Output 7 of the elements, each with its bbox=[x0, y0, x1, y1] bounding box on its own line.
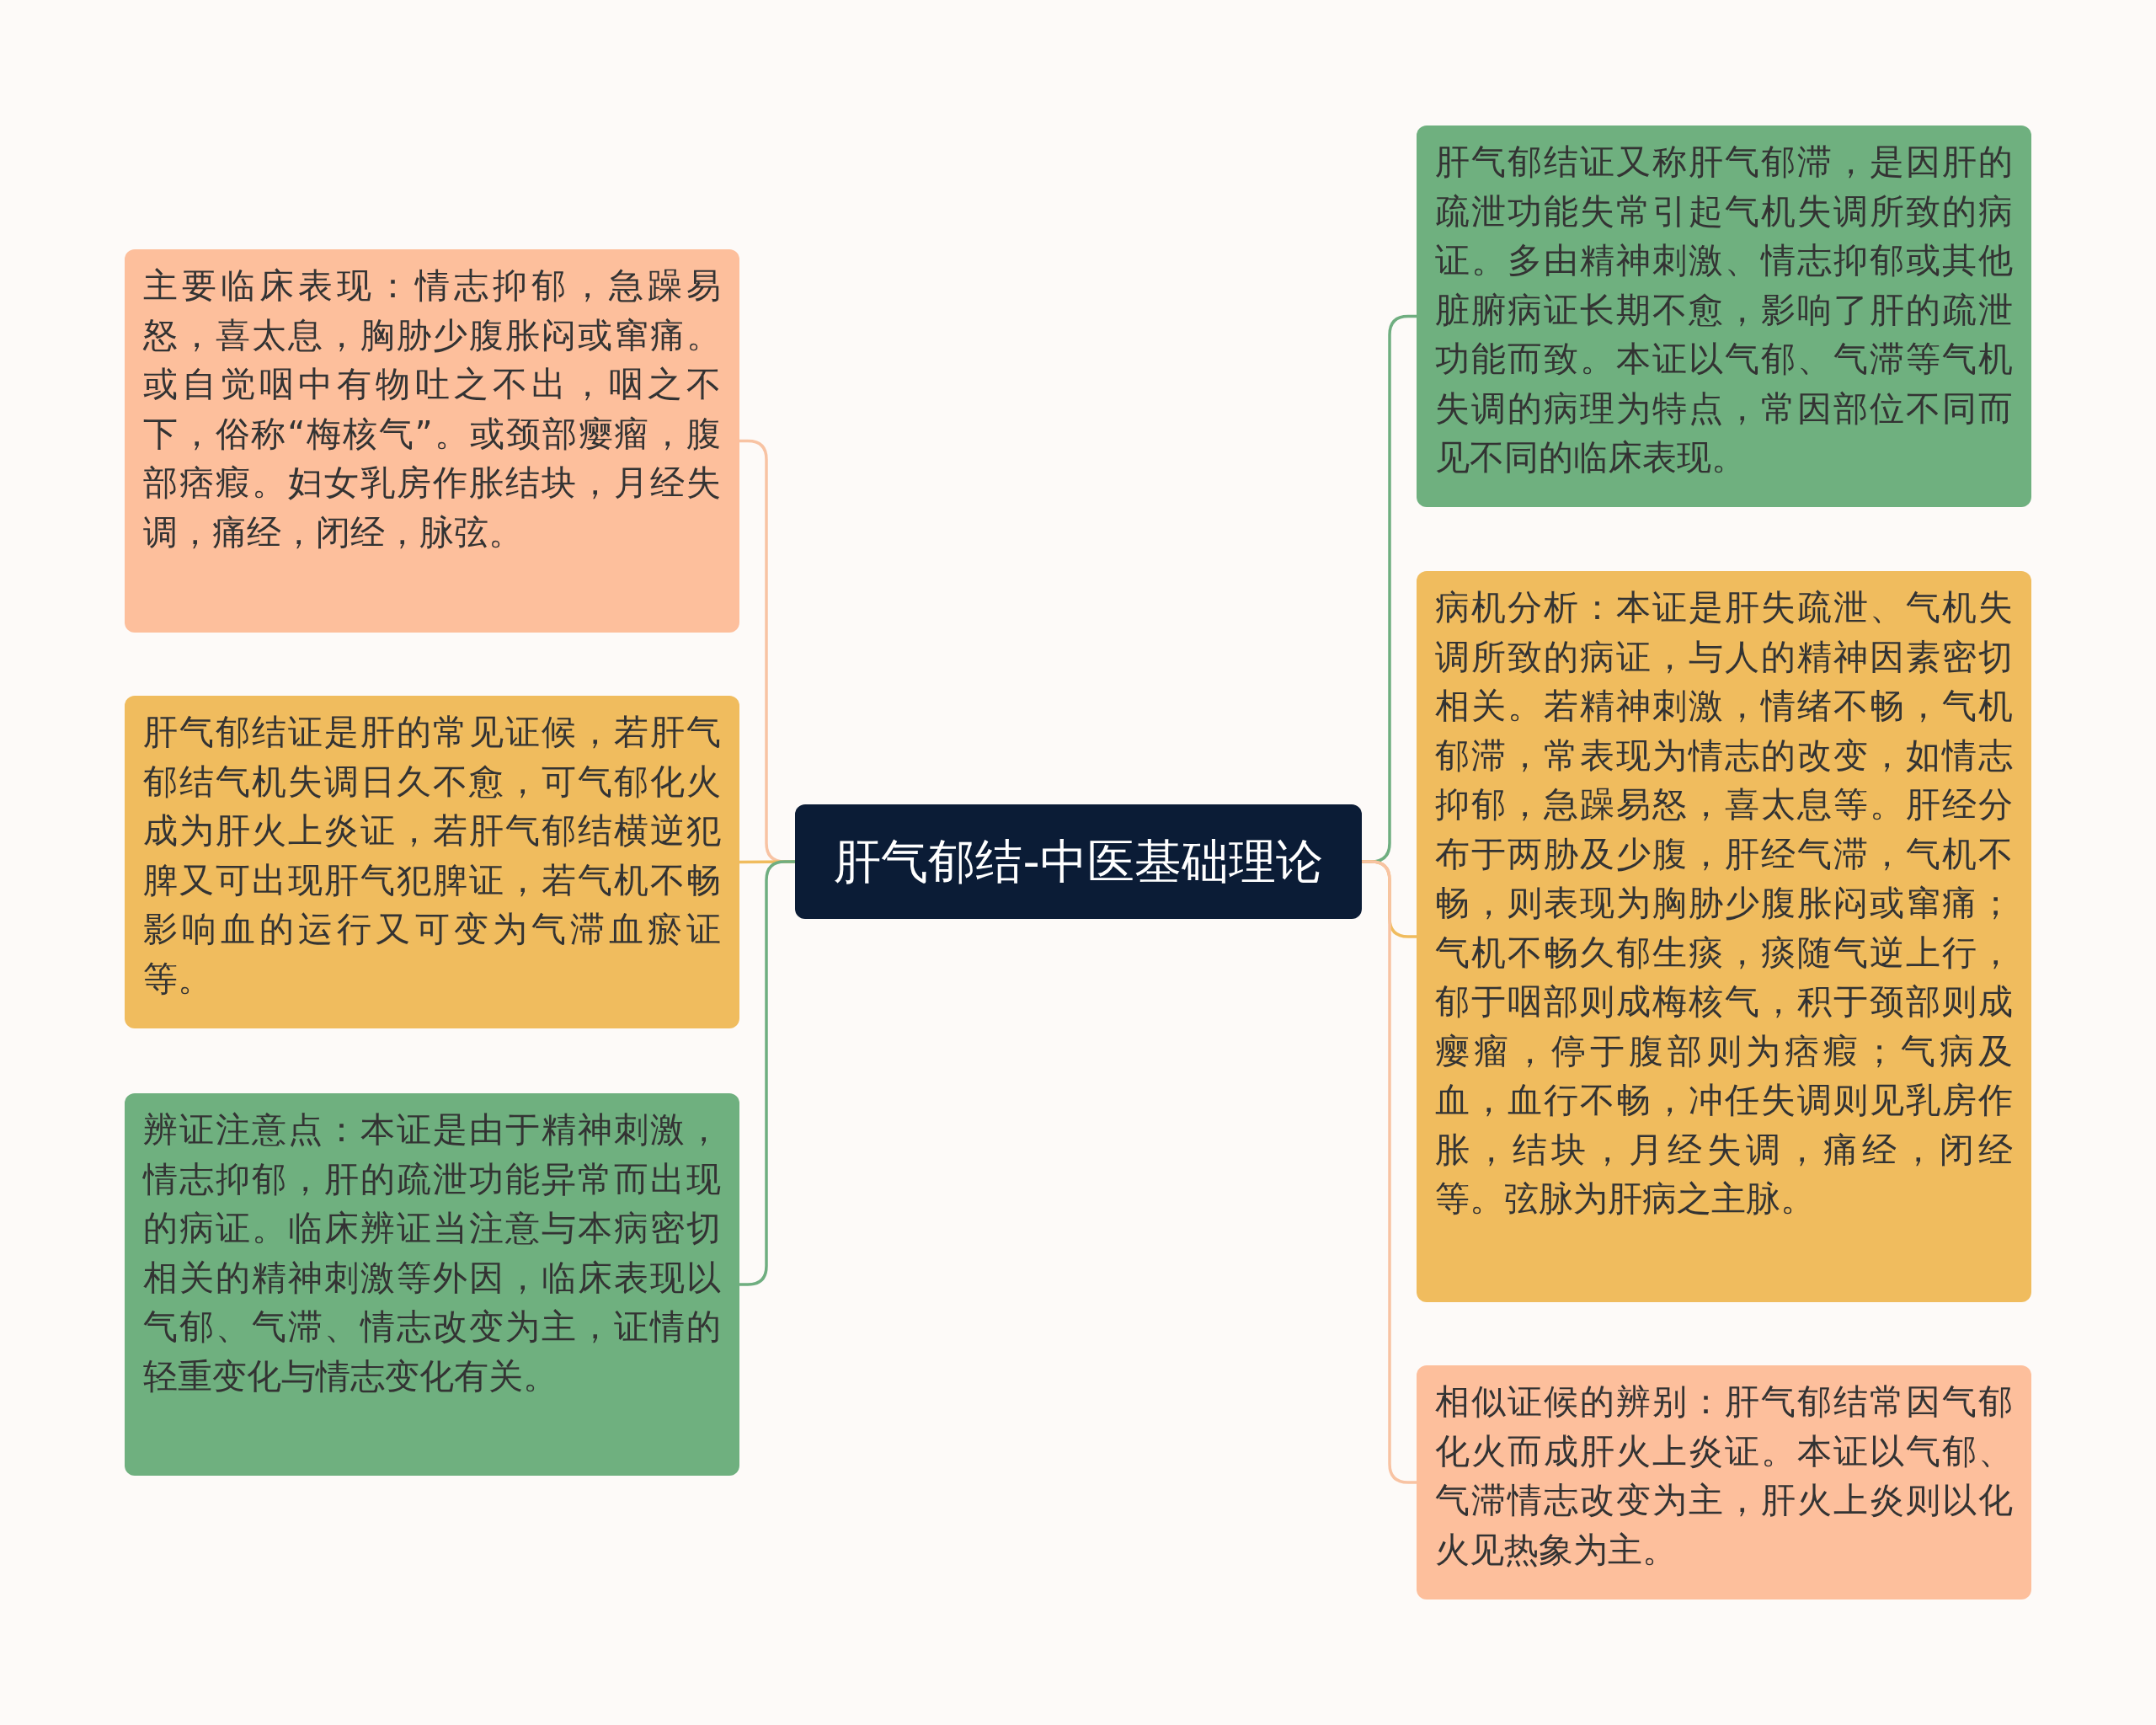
topic-box: 辨证注意点：本证是由于精神刺激，情志抑郁，肝的疏泄功能异常而出现的病证。临床辨证当注意与本病密切相关的精神刺激等外因，临床表现以气郁、气滞、情志改变为主，证情的轻重变化与情志变化有关。 bbox=[125, 1093, 739, 1476]
topic-box: 主要临床表现：情志抑郁，急躁易怒，喜太息，胸胁少腹胀闷或窜痛。或自觉咽中有物吐之不出，咽之不下，俗称“梅核气”。或颈部瘿瘤，腹部痞瘕。妇女乳房作胀结块，月经失调，痛经，闭经，脉弦。 bbox=[125, 249, 739, 633]
topic-box: 肝气郁结证又称肝气郁滞，是因肝的疏泄功能失常引起气机失调所致的病证。多由精神刺激、情志抑郁或其他脏腑病证长期不愈，影响了肝的疏泄功能而致。本证以气郁、气滞等气机失调的病理为特点，常因部位不同而见不同的临床表现。 bbox=[1417, 126, 2031, 507]
topic-box: 病机分析：本证是肝失疏泄、气机失调所致的病证，与人的精神因素密切相关。若精神刺激，情绪不畅，气机郁滞，常表现为情志的改变，如情志抑郁，急躁易怒，喜太息等。肝经分布于两胁及少腹，肝经气滞，气机不畅，则表现为胸胁少腹胀闷或窜痛；气机不畅久郁生痰，痰随气逆上行，郁于咽部则成梅核气，积于颈部则成瘿瘤，停于腹部则为痞瘕；气病及血，血行不畅，冲任失调则见乳房作胀，结块，月经失调，痛经，闭经等。弦脉为肝病之主脉。 bbox=[1417, 571, 2031, 1302]
topic-box: 肝气郁结证是肝的常见证候，若肝气郁结气机失调日久不愈，可气郁化火成为肝火上炎证，若肝气郁结横逆犯脾又可出现肝气犯脾证，若气机不畅影响血的运行又可变为气滞血瘀证等。 bbox=[125, 696, 739, 1028]
central-topic-box: 肝气郁结-中医基础理论 bbox=[795, 804, 1362, 919]
topic-box: 相似证候的辨别：肝气郁结常因气郁化火而成肝火上炎证。本证以气郁、气滞情志改变为主，肝火上炎则以化火见热象为主。 bbox=[1417, 1365, 2031, 1599]
